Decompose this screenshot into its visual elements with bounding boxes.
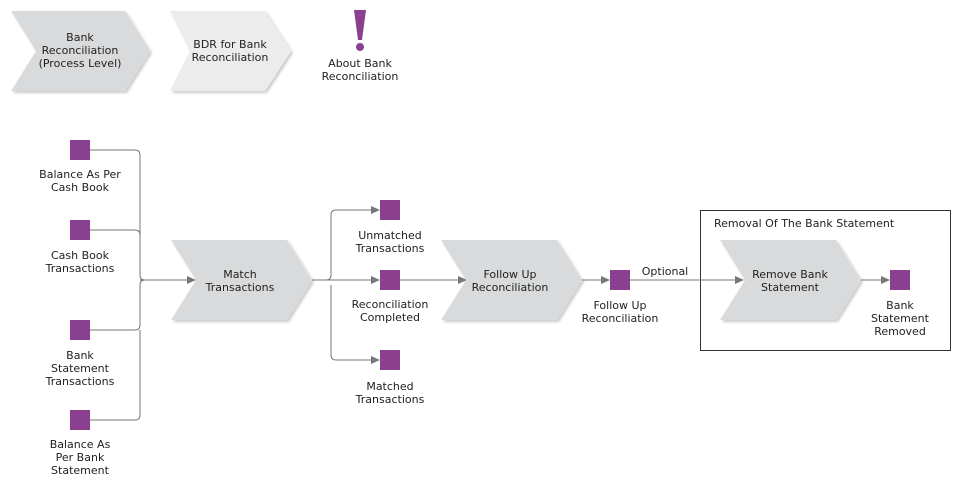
balance-bank-statement-square[interactable] xyxy=(70,410,90,430)
reconciliation-completed-square[interactable] xyxy=(380,270,400,290)
follow-up-event-label: Follow Up Reconciliation xyxy=(581,299,659,325)
connector-bank-statement-transactions xyxy=(90,279,146,331)
remove-bank-statement-shape[interactable] xyxy=(720,240,861,320)
bank-statement-transactions-label: Bank Statement Transactions xyxy=(45,349,115,388)
unmatched-transactions-square[interactable] xyxy=(380,200,400,220)
balance-bank-statement-label: Balance As Per Bank Statement xyxy=(49,438,111,477)
optional-label: Optional xyxy=(641,265,689,278)
process-level-label: Bank Reconciliation (Process Level) xyxy=(38,31,122,70)
match-transactions-shape[interactable] xyxy=(171,240,312,320)
balance-cash-book-label: Balance As Per Cash Book xyxy=(39,168,121,194)
matched-transactions-label: Matched Transactions xyxy=(355,380,425,406)
process-level-shape[interactable] xyxy=(11,11,150,91)
unmatched-transactions-label: Unmatched Transactions xyxy=(355,229,425,255)
bdr-label: BDR for Bank Reconciliation xyxy=(191,38,269,64)
follow-up-reconciliation-label: Follow Up Reconciliation xyxy=(471,268,549,294)
connector-to-matched xyxy=(330,285,380,364)
matched-transactions-square[interactable] xyxy=(380,350,400,370)
remove-bank-statement-label: Remove Bank Statement xyxy=(752,268,828,294)
bank-statement-removed-square[interactable] xyxy=(890,270,910,290)
removal-group-title: Removal Of The Bank Statement xyxy=(714,217,895,230)
bank-statement-transactions-square[interactable] xyxy=(70,320,90,340)
about-label: About Bank Reconciliation xyxy=(321,57,399,83)
connector-balance-cash-book xyxy=(90,149,146,281)
cash-book-transactions-label: Cash Book Transactions xyxy=(45,249,115,275)
follow-up-reconciliation-shape[interactable] xyxy=(441,240,582,320)
connector-cash-book-transactions xyxy=(90,229,141,236)
bank-statement-removed-label: Bank Statement Removed xyxy=(871,299,929,338)
reconciliation-completed-label: Reconciliation Completed xyxy=(351,298,429,324)
follow-up-event-square[interactable] xyxy=(610,270,630,290)
exclamation-icon[interactable] xyxy=(354,10,366,51)
match-transactions-label: Match Transactions xyxy=(205,268,275,294)
balance-cash-book-square[interactable] xyxy=(70,140,90,160)
connector-balance-bank-statement xyxy=(90,330,141,421)
cash-book-transactions-square[interactable] xyxy=(70,220,90,240)
bdr-shape[interactable] xyxy=(170,11,291,91)
